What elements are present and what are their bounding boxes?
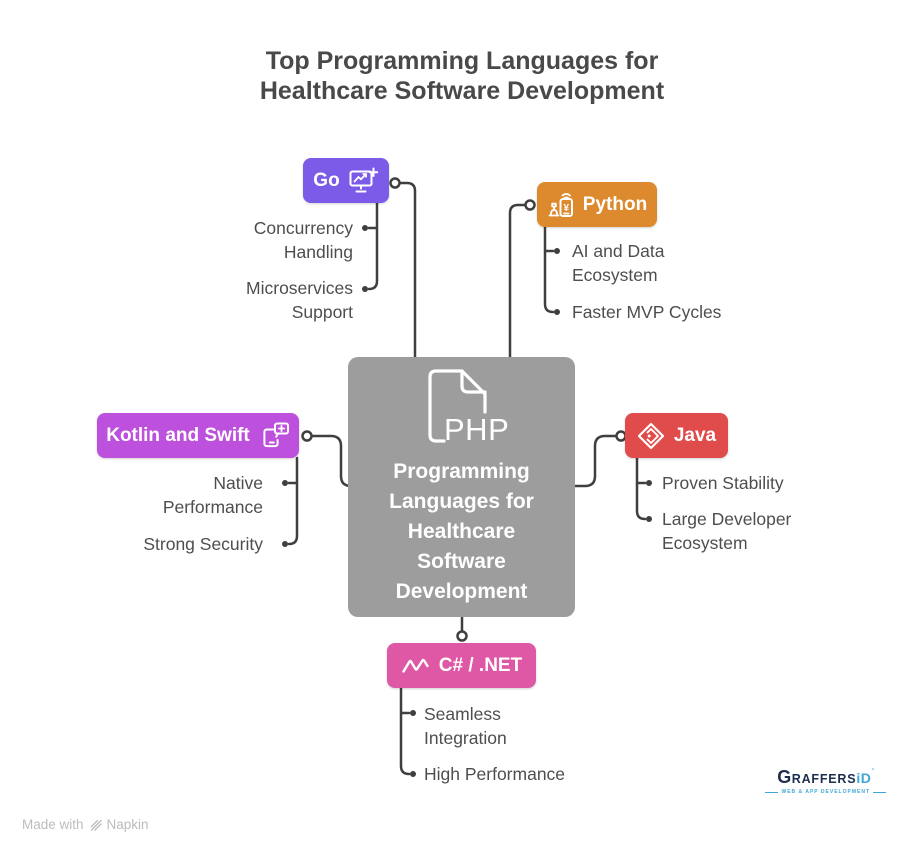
- brand-initial: G: [777, 767, 792, 787]
- node-anchor-dot: [389, 177, 401, 189]
- brand-accent: iD: [856, 770, 872, 786]
- connector-java-items: [635, 456, 647, 521]
- python-node-label: Python: [582, 193, 648, 215]
- item-dot: [646, 516, 652, 522]
- java-item-1: Large Developer Ecosystem: [662, 509, 792, 553]
- diamond-badge-icon: [637, 422, 664, 449]
- item-dot: [554, 248, 560, 254]
- go-item-1: Microservices Support: [246, 278, 353, 322]
- item-dot: [362, 225, 368, 231]
- connector-csharp-items: [399, 686, 411, 776]
- item-dot: [282, 480, 288, 486]
- tagline-text: WEB & APP DEVELOPMENT: [781, 789, 870, 795]
- brand-name: RAFFERS: [791, 772, 857, 786]
- java-item-0: Proven Stability: [662, 473, 784, 493]
- brand-trademark: °: [871, 768, 875, 775]
- java-node-label: Java: [673, 424, 717, 446]
- diagram-title: Top Programming Languages for Healthcare…: [259, 47, 665, 105]
- made-with-napkin: Made with Napkin: [22, 817, 149, 832]
- go-node-label: Go: [313, 169, 340, 191]
- node-anchor-dot: [456, 630, 468, 642]
- php-icon-label: PHP: [444, 412, 509, 447]
- item-dot: [362, 286, 368, 292]
- svg-text:¥: ¥: [563, 203, 569, 214]
- java-node: Java: [625, 413, 728, 458]
- graffersid-logo: GRAFFERSiD° WEB & APP DEVELOPMENT: [765, 768, 886, 795]
- connector-python-center: [508, 203, 528, 362]
- kotlin-swift-node: Kotlin and Swift: [97, 413, 299, 458]
- connector-java-center: [568, 434, 619, 488]
- connector-go-center: [397, 181, 417, 362]
- connector-python-items: [543, 225, 555, 314]
- tagline-rule-left: [765, 792, 779, 793]
- python-item-0: AI and Data Ecosystem: [572, 241, 665, 285]
- center-node: PHP Programming Languages for Healthcare…: [348, 357, 575, 617]
- item-dot: [410, 710, 416, 716]
- item-dot: [410, 771, 416, 777]
- go-node: Go: [303, 158, 389, 203]
- made-with-label: Made with: [22, 817, 84, 832]
- connector-kotlin-items: [287, 456, 299, 546]
- connector-kotlin-center: [309, 434, 360, 488]
- wave-icon: [402, 658, 429, 673]
- python-node: ¥ Python: [537, 182, 657, 227]
- node-anchor-dot: [301, 430, 313, 442]
- center-node-label: Programming Languages for Healthcare Sof…: [389, 460, 534, 603]
- go-item-0: Concurrency Handling: [253, 218, 353, 262]
- csharp-item-0: Seamless Integration: [424, 704, 507, 748]
- php-file-icon: PHP: [427, 369, 509, 447]
- kotlin-item-1: Strong Security: [143, 534, 263, 554]
- csharp-dotnet-node: C# / .NET: [387, 643, 536, 688]
- napkin-label: Napkin: [106, 817, 149, 832]
- node-anchor-dot: [524, 199, 536, 211]
- python-item-1: Faster MVP Cycles: [572, 302, 722, 322]
- item-dot: [554, 309, 560, 315]
- phone-chat-plus-icon: [263, 422, 289, 448]
- brand-tagline: WEB & APP DEVELOPMENT: [765, 790, 886, 795]
- csharp-item-1: High Performance: [424, 764, 566, 784]
- tagline-rule-right: [873, 792, 886, 793]
- monitor-chart-plus-icon: [349, 167, 378, 193]
- kotlin-swift-node-label: Kotlin and Swift: [106, 424, 250, 446]
- napkin-logo-icon: [90, 819, 102, 831]
- connector-go-items: [367, 201, 379, 291]
- item-dot: [646, 480, 652, 486]
- csharp-dotnet-node-label: C# / .NET: [438, 654, 523, 676]
- mobile-payment-icon: ¥: [548, 193, 573, 217]
- item-dot: [282, 541, 288, 547]
- kotlin-item-0: Native Performance: [162, 473, 263, 517]
